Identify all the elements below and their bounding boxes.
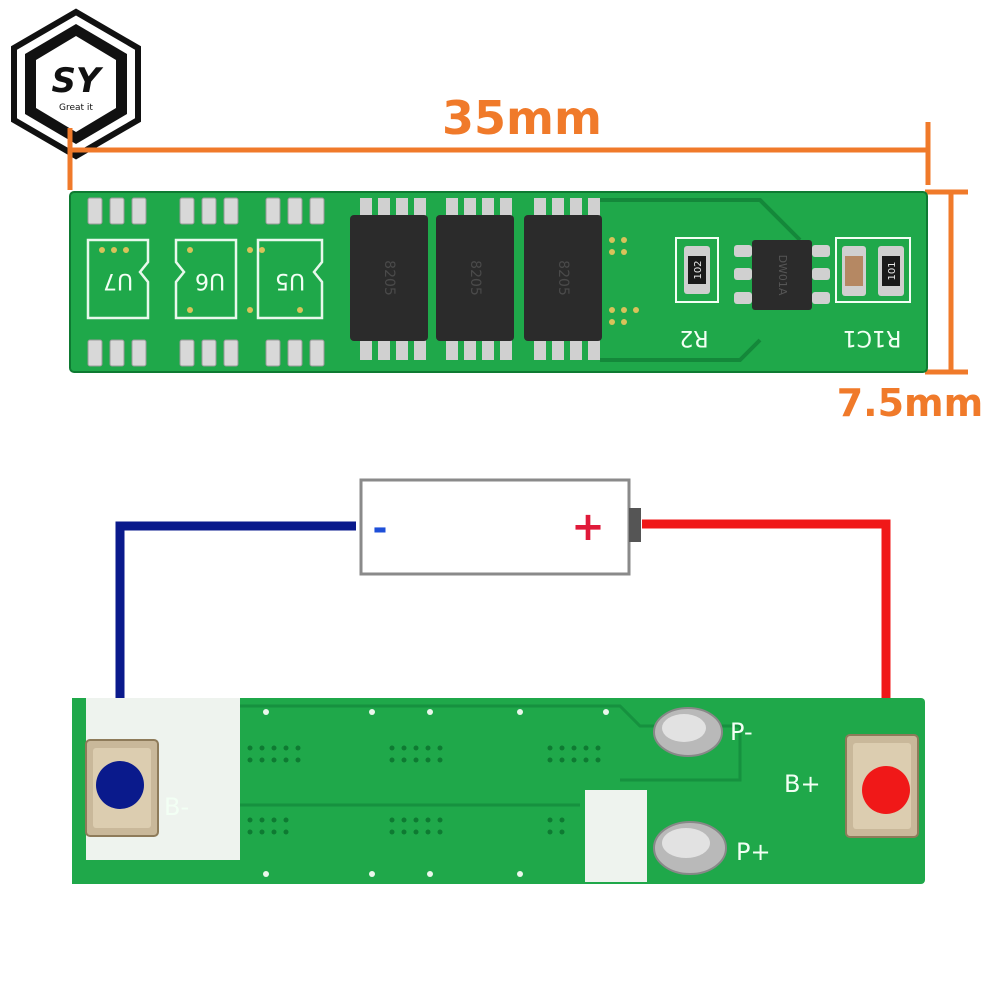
r1-c1-components: 101 — [835, 237, 911, 303]
ic-label-u5: U5 — [275, 268, 305, 293]
resistor-r2-code: 102 — [693, 260, 704, 279]
ic-label-u6: U6 — [195, 268, 225, 293]
battery-icon: - + — [359, 478, 641, 576]
length-label: 35mm — [442, 91, 602, 145]
mosfet-2-marking: 8205 — [467, 260, 483, 296]
designator-r1c1: R1C1 — [843, 325, 902, 350]
mosfet-3: 8205 — [524, 198, 602, 360]
battery-terminal — [629, 508, 641, 542]
resistor-r2: 102 — [675, 237, 719, 303]
mosfet-1-marking: 8205 — [381, 260, 397, 296]
mosfet-chips: 8205 8205 8205 — [350, 198, 602, 360]
label-b-plus: B+ — [784, 770, 821, 798]
label-b-minus: B- — [164, 793, 189, 821]
label-p-plus: P+ — [736, 838, 771, 866]
pcb-bottom-view: B- P- P+ B+ — [72, 698, 925, 884]
wiring-diagram: - + — [115, 478, 891, 790]
mosfet-3-marking: 8205 — [555, 260, 571, 296]
designator-r2: R2 — [679, 325, 708, 350]
resistor-r1-code: 101 — [887, 261, 898, 280]
label-p-minus: P- — [730, 718, 753, 746]
battery-negative-sign: - — [373, 508, 388, 549]
width-dimension: 7.5mm — [837, 189, 984, 425]
length-dimension: 35mm — [67, 91, 931, 190]
battery-positive-sign: + — [571, 504, 605, 550]
pcb-top-view: U7 U6 U5 8205 8205 — [69, 191, 928, 373]
width-label: 7.5mm — [837, 381, 984, 425]
ic-label-u7: U7 — [103, 268, 133, 293]
protection-ic-marking: DW01A — [776, 255, 789, 296]
p-plus-pad — [653, 821, 727, 875]
p-minus-pad — [653, 707, 723, 757]
logo-tagline: Great it — [59, 103, 93, 113]
logo-monogram: SY — [51, 61, 103, 101]
brand-logo: SY Great it — [11, 8, 141, 160]
negative-connection-dot — [96, 761, 144, 809]
protection-ic: DW01A — [734, 240, 830, 310]
positive-connection-dot — [862, 766, 910, 814]
mosfet-1: 8205 — [350, 198, 428, 360]
top-pads — [87, 197, 325, 367]
mosfet-2: 8205 — [436, 198, 514, 360]
